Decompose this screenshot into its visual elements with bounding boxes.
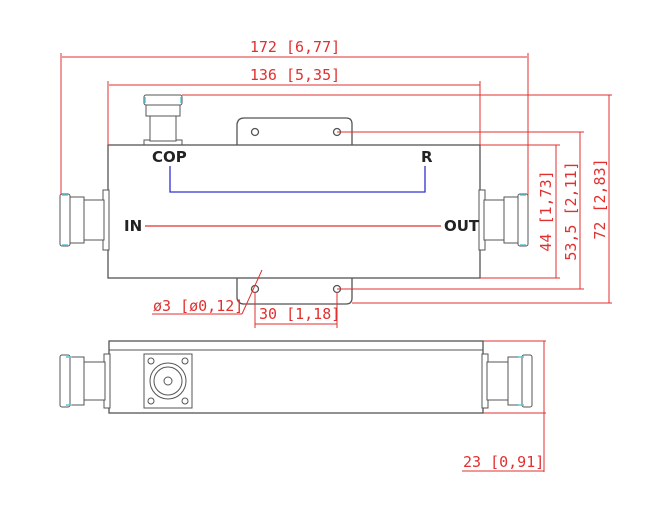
dim-hole-spacing-vertical: 53,5 [2,11] xyxy=(562,161,580,260)
dim-body-length: 136 [5,35] xyxy=(250,66,340,84)
out-connector xyxy=(478,189,529,251)
top-flange xyxy=(236,117,353,145)
top-view: COP R IN OUT xyxy=(59,94,529,305)
side-view: 23 [0,91] xyxy=(59,340,546,472)
dim-body-height: 44 [1,73] xyxy=(537,170,555,251)
side-in-connector xyxy=(59,353,111,409)
cop-connector xyxy=(143,94,183,147)
dim-overall-length: 172 [6,77] xyxy=(250,38,340,56)
port-label-r: R xyxy=(421,148,433,166)
dim-hole-diameter: ø3 [ø0,12] xyxy=(153,297,243,315)
dim-depth: 23 [0,91] xyxy=(463,453,544,471)
coupled-path-line xyxy=(169,166,426,193)
dimensions-top: 172 [6,77] 136 [5,35] 44 [1,73] 53,5 [2,… xyxy=(60,38,612,328)
dim-overall-height: 72 [2,83] xyxy=(591,158,609,239)
port-label-out: OUT xyxy=(444,217,480,235)
port-label-in: IN xyxy=(124,217,142,235)
bottom-flange xyxy=(236,278,353,305)
cop-connector-face xyxy=(143,353,193,409)
in-connector xyxy=(59,189,110,251)
side-out-connector xyxy=(481,353,533,409)
mounting-hole xyxy=(250,127,260,137)
dim-hole-spacing-horizontal: 30 [1,18] xyxy=(259,305,340,323)
port-label-cop: COP xyxy=(152,148,187,166)
